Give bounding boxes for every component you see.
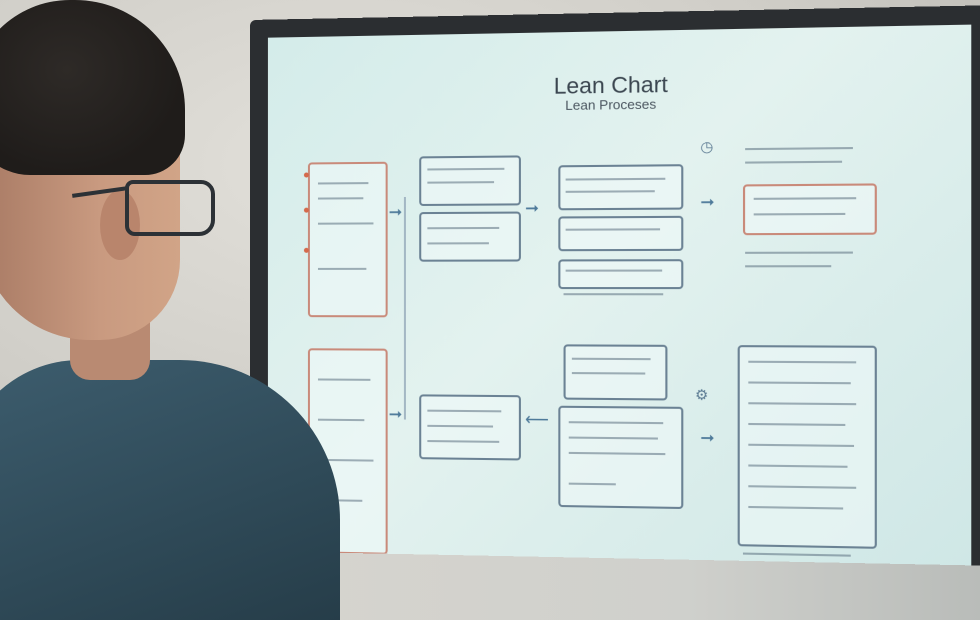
red-bullet [303,247,309,253]
text-line [317,378,371,381]
process-box-2 [419,211,521,262]
monitor: Lean Chart Lean Proceses ➞ ➞ ➞ [250,5,980,566]
text-line [742,552,851,557]
text-line [317,222,374,225]
text-line [745,160,843,164]
arrow-right-icon: ➞ [525,200,539,218]
process-box-4 [558,164,684,211]
red-bullet [303,172,309,178]
monitor-screen: Lean Chart Lean Proceses ➞ ➞ ➞ [267,24,972,566]
text-line [563,293,664,296]
arrow-right-icon: ➞ [700,193,715,212]
text-line [565,228,661,231]
process-box-3 [419,394,521,461]
process-box-9 [742,183,877,236]
text-line [317,267,367,270]
text-line [745,265,832,268]
process-box-5 [558,215,684,252]
clock-icon: ◷ [700,138,714,155]
arrow-right-icon: ➞ [388,406,403,424]
text-line [427,242,489,245]
process-box-6 [558,259,684,290]
wooden-shelf [108,360,138,430]
red-bullet [303,207,309,213]
text-line [317,197,364,200]
gear-icon: ⚙ [695,386,709,403]
text-line [571,357,651,361]
arrow-right-icon: ➞ [388,204,403,222]
process-box-10 [737,345,877,549]
text-line [745,147,853,151]
arrow-right-icon: ➞ [700,429,715,448]
arrow-left-icon: ⟵ [525,411,549,430]
text-line [427,226,500,230]
left-column-top-box [307,161,388,318]
text-line [317,182,369,185]
text-line [565,269,663,272]
text-line [745,251,853,254]
connector-line [403,196,406,420]
